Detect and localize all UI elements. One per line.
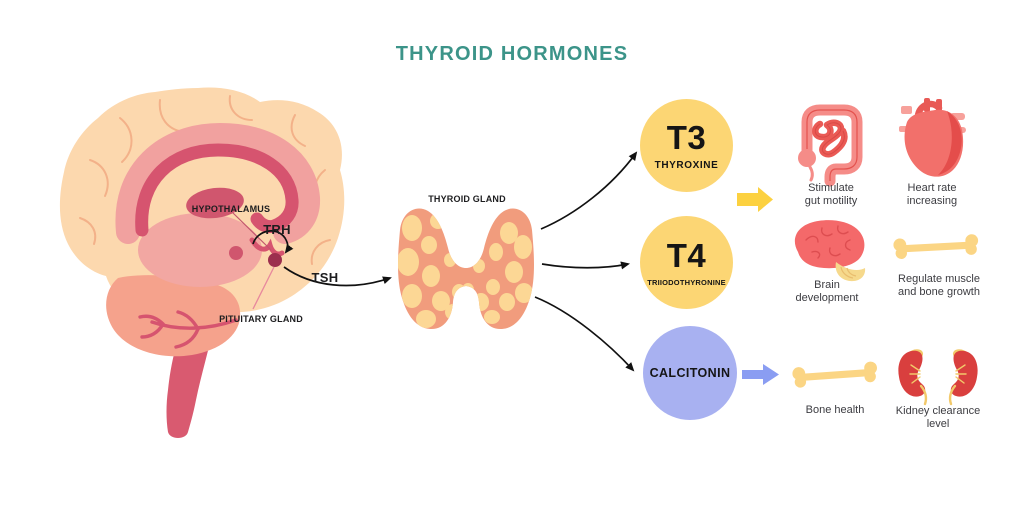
effect-label-brain-development: Brain development — [795, 279, 859, 305]
pituitary-gland-label: PITUITARY GLAND — [219, 314, 303, 324]
t4-hormone-circle: T4 TRIIODOTHYRONINE — [640, 216, 733, 309]
effect-label-kidney-clearance: Kidney clearance level — [895, 405, 981, 431]
hypothalamus-pointer-line — [232, 212, 272, 251]
thyroid-to-calcitonin-arrow — [534, 296, 635, 372]
tsh-arrow — [283, 266, 392, 287]
thyroid-to-t3-arrow — [540, 151, 638, 230]
intestine-icon — [798, 104, 863, 187]
page-title: THYROID HORMONES — [395, 43, 629, 65]
effect-label-bone-health: Bone health — [805, 404, 865, 416]
t3-hormone-circle: T3 THYROXINE — [640, 99, 733, 192]
heart-icon — [899, 98, 966, 177]
thyroid-gland-label: THYROID GLAND — [428, 194, 506, 204]
trh-arrow — [252, 230, 294, 254]
arbor-vitae — [138, 310, 238, 349]
pituitary-pointer-line — [252, 266, 275, 310]
signal-arrows — [252, 151, 638, 372]
t3-abbr: T3 — [666, 118, 707, 156]
thyroid-to-t4-arrow — [541, 261, 630, 270]
calcitonin-hormone-circle: CALCITONIN — [643, 326, 737, 420]
bone-icon — [893, 233, 979, 260]
effect-label-muscle-bone-growth: Regulate muscle and bone growth — [898, 273, 980, 299]
effect-label-gut-motility: Stimulate gut motility — [804, 182, 858, 208]
kidneys-icon — [897, 345, 979, 406]
hypothalamus-shape — [186, 187, 244, 219]
pituitary-gland-shape — [268, 253, 282, 267]
t3-name: THYROXINE — [654, 159, 719, 171]
effect-label-heart-rate: Heart rate increasing — [906, 182, 958, 208]
t4-abbr: T4 — [666, 236, 707, 274]
brain-illustration — [59, 87, 345, 438]
blue-block-arrow — [742, 364, 779, 385]
corpus-callosum-outer — [115, 122, 321, 244]
limbic-region — [138, 213, 262, 287]
mammillary-body — [229, 246, 243, 260]
cerebellum — [106, 275, 241, 357]
brain-icon — [794, 220, 866, 282]
tsh-label: TSH — [311, 270, 339, 285]
t4-name: TRIIODOTHYRONINE — [647, 277, 726, 287]
corpus-callosum-inner — [135, 143, 299, 237]
thyroid-gland-illustration — [398, 208, 534, 330]
bone-icon — [791, 361, 879, 389]
hypothalamus-label: HYPOTHALAMUS — [191, 204, 271, 214]
calcitonin-name: CALCITONIN — [649, 366, 731, 380]
trh-label: TRH — [263, 222, 291, 237]
yellow-block-arrow — [737, 187, 773, 212]
